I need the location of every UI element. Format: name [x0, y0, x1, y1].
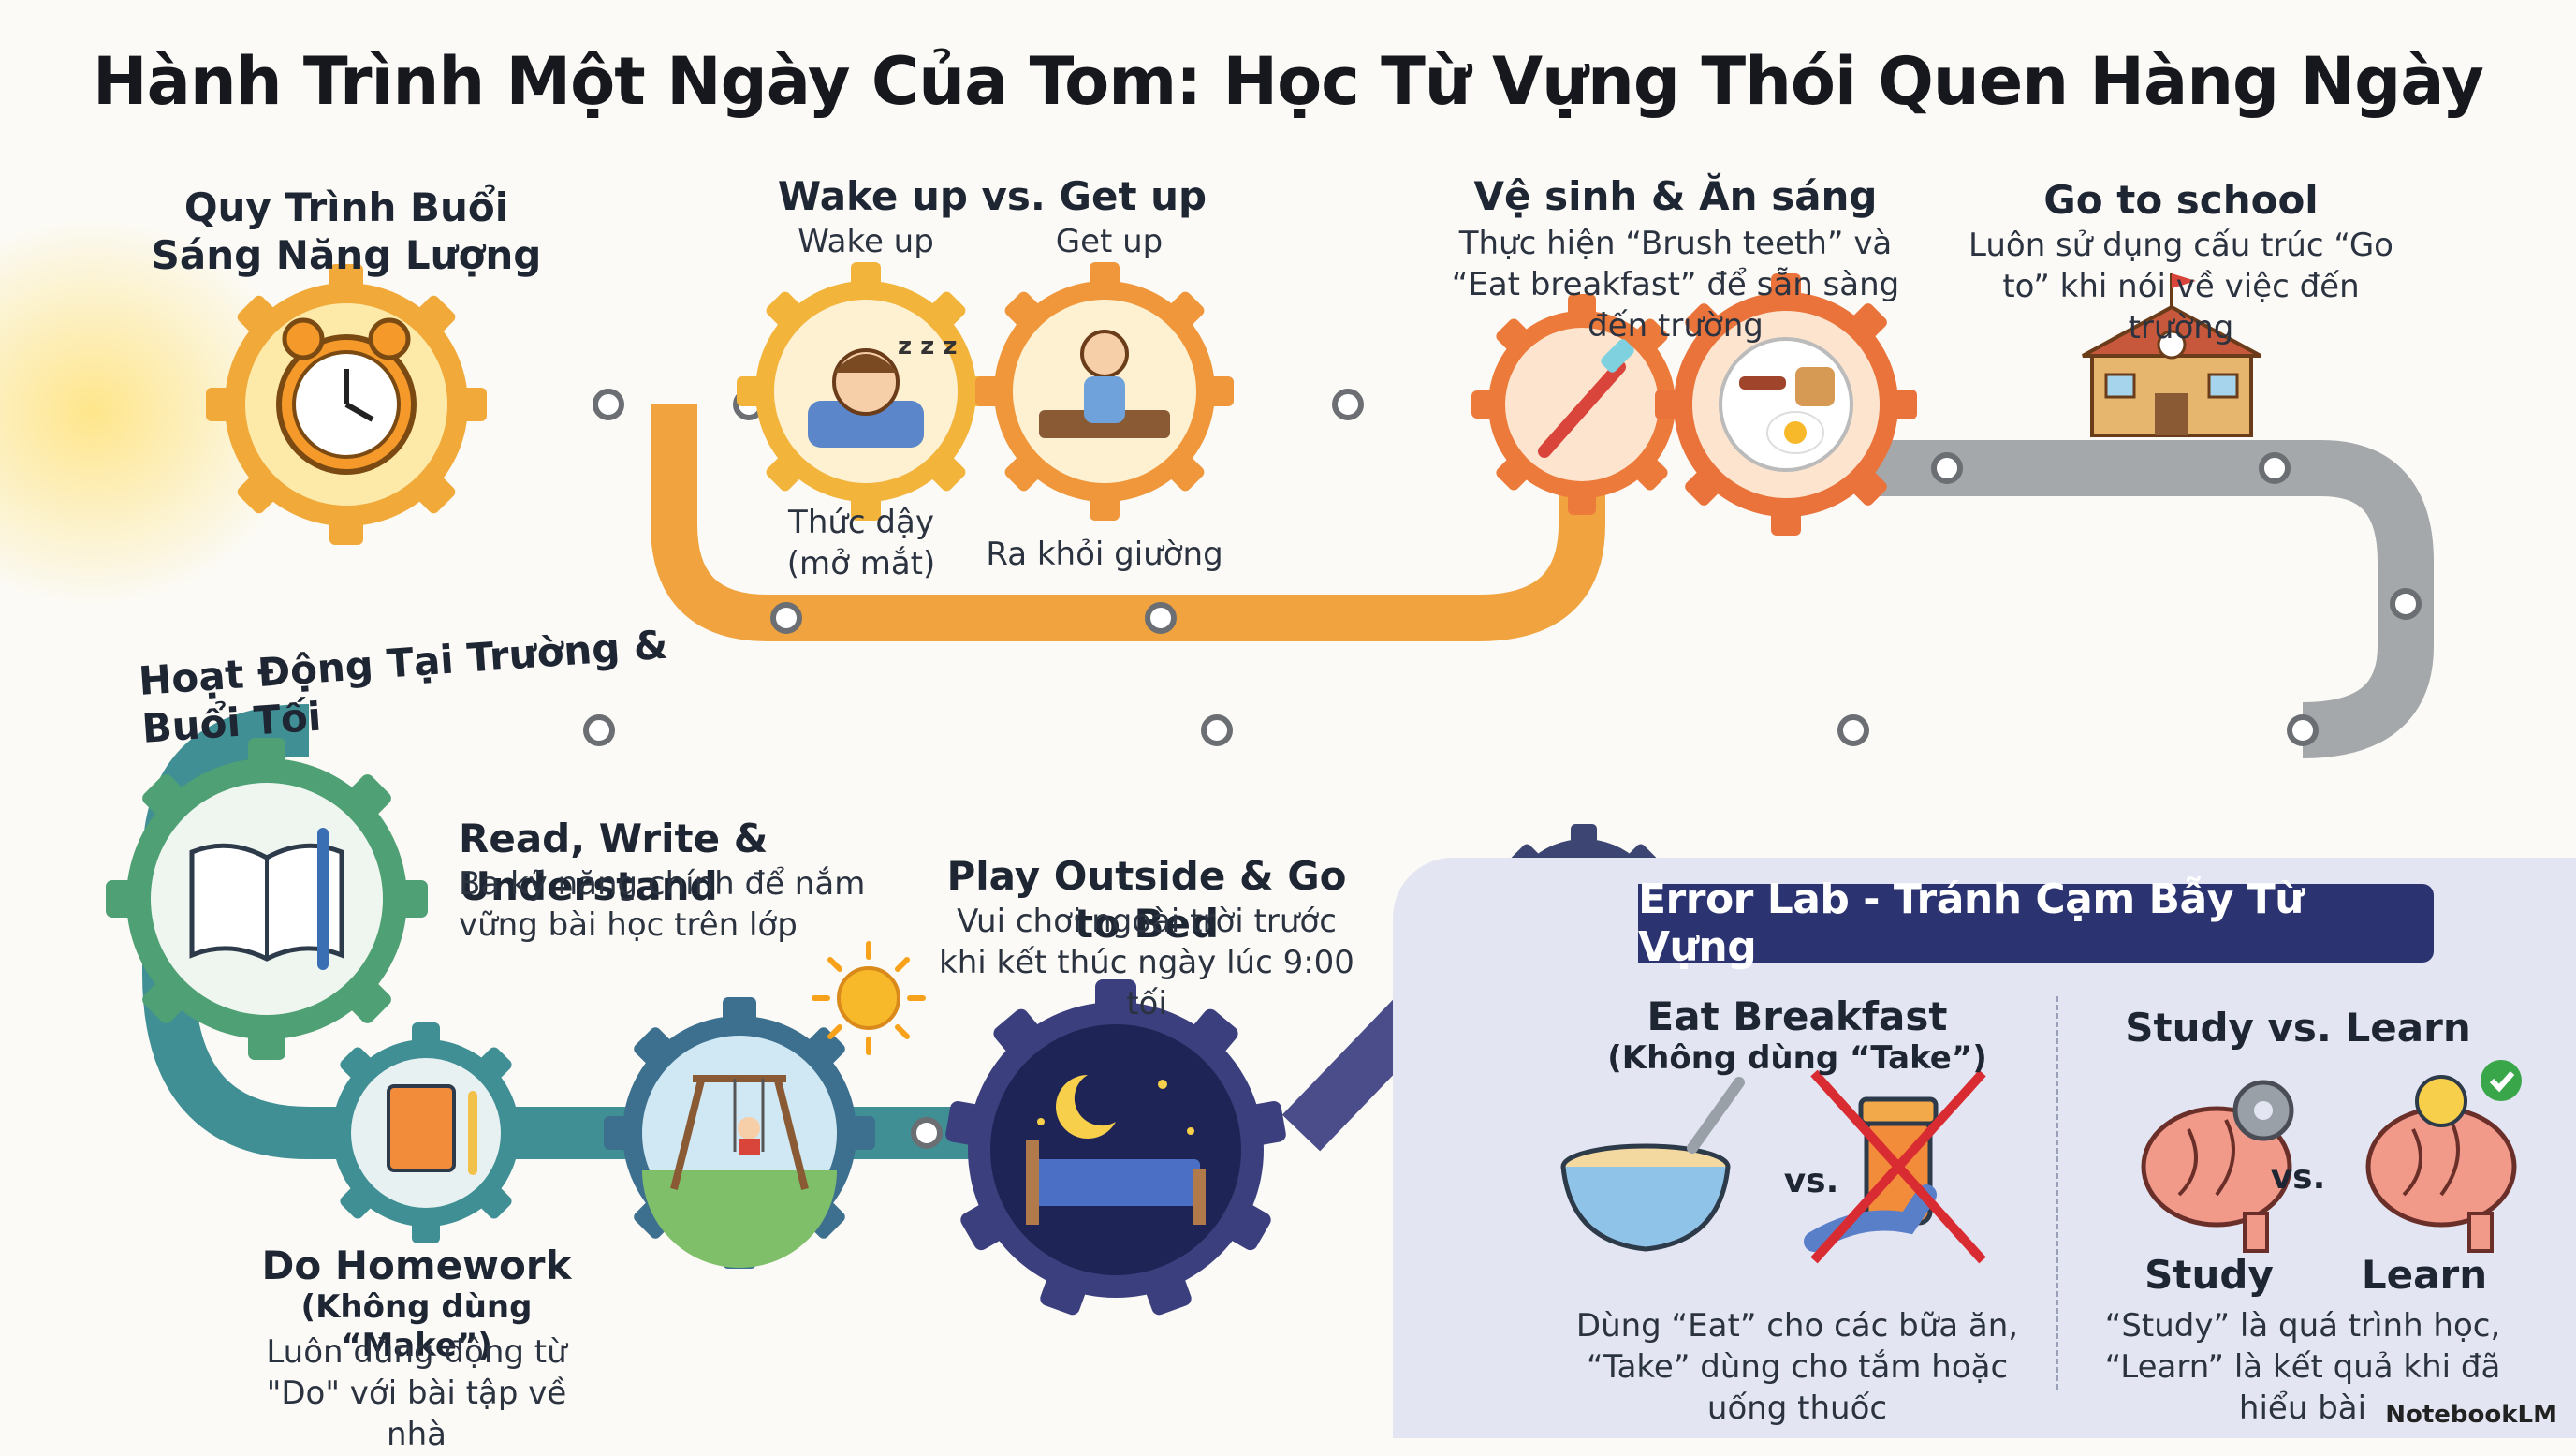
- gear-night-bed: [945, 979, 1286, 1316]
- eat-breakfast-text: Dùng “Eat” cho các bữa ăn, “Take” dùng c…: [1575, 1307, 2019, 1428]
- homework-text: Luôn dùng động từ "Do" với bài tập về nh…: [266, 1333, 567, 1454]
- sun-icon: [812, 941, 926, 1055]
- track-rivet: [770, 602, 802, 634]
- track-rivet: [593, 389, 624, 420]
- track-rivet: [2390, 588, 2422, 620]
- gear-swing: [604, 997, 875, 1269]
- gear-breakfast: [1655, 273, 1917, 536]
- error-lab-banner: Error Lab - Tránh Cạm Bẫy Từ Vựng: [1638, 875, 2434, 971]
- error-lab-divider: [2056, 996, 2058, 1390]
- brain-gear-icon: [2141, 1080, 2294, 1253]
- eat-breakfast-heading: Eat Breakfast: [1647, 993, 1948, 1039]
- play-heading: Play Outside & Go to Bed: [946, 853, 1347, 948]
- hygiene-text: Thực hiện “Brush teeth” và “Eat breakfas…: [1451, 225, 1900, 346]
- get-up-label: Get up: [1055, 223, 1164, 260]
- wake-up-caption: Thức dậy (mở mắt): [786, 504, 936, 583]
- page-title: Hành Trình Một Ngày Của Tom: Học Từ Vựng…: [93, 43, 2484, 120]
- cereal-bowl-icon: [1560, 1077, 1745, 1252]
- school-building-icon: [2082, 273, 2261, 437]
- school-heading: Go to school: [2043, 177, 2319, 223]
- track-rivet: [1145, 602, 1177, 634]
- read-write-text: Ba kỹ năng chính để nắm vững bài học trê…: [459, 865, 866, 945]
- track-rivet: [1837, 714, 1869, 746]
- track-rivet: [583, 714, 615, 746]
- track-rivet: [1332, 389, 1364, 420]
- track-morning-loop: [651, 404, 1605, 641]
- svg-text:z z z: z z z: [898, 332, 958, 360]
- learn-label: Learn: [2361, 1252, 2488, 1298]
- hygiene-heading: Vệ sinh & Ăn sáng: [1473, 173, 1878, 219]
- gear-book: [106, 738, 428, 1060]
- eat-breakfast-subheading: (Không dùng “Take”): [1607, 1039, 1987, 1077]
- eat-vs-label: vs.: [1783, 1162, 1839, 1200]
- gear-toothbrush: [1471, 294, 1692, 515]
- study-learn-heading: Study vs. Learn: [2125, 1005, 2471, 1051]
- brain-lightbulb-icon: [2365, 1060, 2522, 1253]
- play-text: Vui chơi ngoài trời trước khi kết thúc n…: [939, 903, 1354, 1023]
- track-school: [1872, 440, 2434, 758]
- get-up-caption: Ra khỏi giường: [986, 536, 1223, 573]
- wake-up-label: Wake up: [798, 223, 934, 260]
- track-rivet: [911, 1117, 943, 1149]
- homework-subheading: (Không dùng “Make”): [300, 1288, 533, 1365]
- track-rivet: [1201, 714, 1233, 746]
- study-vs-label: vs.: [2270, 1158, 2326, 1197]
- read-write-heading: Read, Write & Understand: [459, 816, 768, 910]
- track-rivet: [2287, 714, 2319, 746]
- homework-heading: Do Homework: [261, 1243, 572, 1288]
- medicine-bottle-icon: [1804, 1069, 1986, 1264]
- study-learn-text: “Study” là quá trình học, “Learn” là kết…: [2104, 1307, 2501, 1428]
- gear-homework: [315, 1022, 536, 1243]
- wake-vs-get-heading: Wake up vs. Get up: [777, 173, 1208, 219]
- track-rivet: [2259, 452, 2291, 484]
- error-lab-illustrations: [1560, 1060, 2522, 1264]
- notebooklm-brand: NotebookLM: [2385, 1401, 2557, 1429]
- track-rivet: [1931, 452, 1963, 484]
- gear-get-up: [975, 262, 1234, 521]
- study-label: Study: [2144, 1252, 2274, 1298]
- gear-wake-up: z z z: [737, 262, 995, 521]
- gear-alarm-clock: [206, 264, 487, 545]
- school-text: Luôn sử dụng cấu trúc “Go to” khi nói về…: [1969, 227, 2393, 347]
- morning-heading: Quy Trình Buổi Sáng Năng Lượng: [151, 184, 542, 279]
